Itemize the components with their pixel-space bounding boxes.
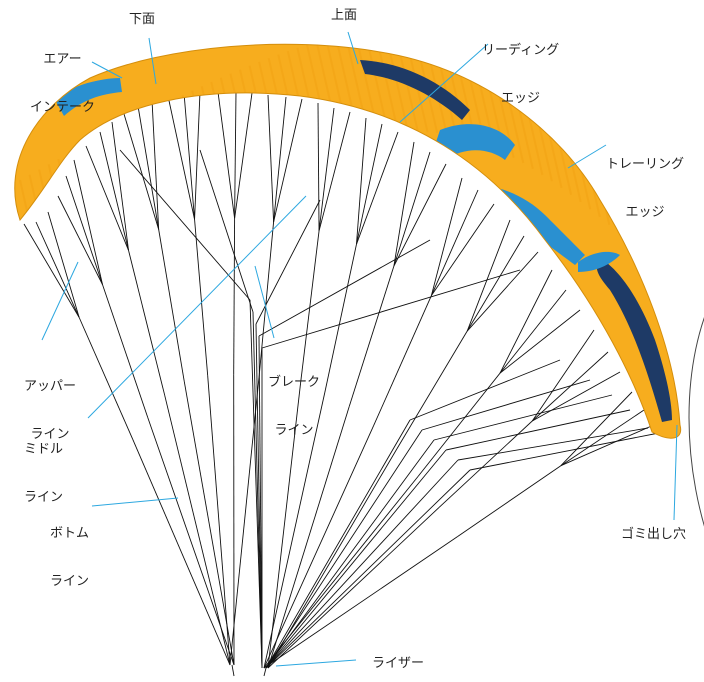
brake-line	[200, 150, 253, 312]
label-trailing-edge-line1: トレーリング	[606, 157, 684, 173]
upper-line	[561, 424, 656, 466]
wing-rib-stripe	[58, 159, 83, 269]
label-leading-edge-line2: エッジ	[482, 91, 559, 107]
label-trailing-edge: トレーリング エッジ	[606, 125, 684, 253]
upper-line	[74, 160, 103, 285]
upper-line	[218, 92, 235, 218]
brake-line	[259, 240, 430, 336]
upper-line	[561, 392, 632, 466]
leader-lines	[42, 32, 677, 666]
leader-bottom-line	[92, 498, 178, 506]
wing-rib-stripe	[221, 78, 246, 188]
wing-canopy	[15, 44, 681, 438]
wing-rib-stripe	[116, 129, 141, 239]
label-brake-line: ブレーク ライン	[268, 343, 320, 471]
leader-brake-line	[255, 266, 274, 338]
upper-line	[431, 204, 494, 296]
bottom-line	[268, 507, 439, 668]
leader-trailing-edge	[568, 145, 606, 168]
brake-line	[120, 150, 250, 300]
wing-rib-stripe	[125, 124, 150, 234]
upper-line	[500, 290, 566, 373]
bottom-line	[266, 470, 470, 668]
upper-line	[168, 96, 195, 219]
bottom-line	[266, 460, 458, 668]
wing-rib-stripe	[97, 139, 122, 249]
bottom-line	[264, 537, 458, 668]
upper-line	[274, 97, 286, 222]
frame-arc	[689, 290, 704, 560]
middle-line	[79, 317, 133, 439]
upper-line	[195, 92, 200, 219]
brake-line	[262, 270, 520, 348]
upper-line	[394, 152, 430, 266]
riser-right	[264, 668, 266, 676]
label-bottom-line-line1: ボトム	[50, 526, 89, 542]
upper-line	[235, 92, 236, 218]
label-air-intake-line2: インテーク	[30, 100, 95, 116]
wing-rib-stripe	[68, 154, 93, 264]
label-bottom-surface: 下面	[129, 12, 155, 28]
wing-rib-stripe	[87, 144, 112, 254]
label-bottom-line: ボトム ライン	[50, 494, 89, 622]
upper-line	[274, 99, 302, 222]
upper-line	[184, 93, 195, 219]
middle-line	[325, 244, 357, 392]
upper-line	[36, 222, 79, 317]
upper-line	[58, 196, 103, 285]
wing-rib-stripe	[163, 104, 188, 214]
upper-line	[268, 95, 274, 222]
upper-line	[319, 108, 334, 231]
wing-rib-stripe	[183, 95, 208, 205]
upper-line	[561, 410, 644, 466]
upper-line	[24, 224, 79, 317]
middle-line	[195, 219, 208, 375]
upper-line	[356, 118, 366, 244]
label-brake-line-line2: ライン	[268, 423, 320, 439]
upper-line	[235, 93, 252, 218]
upper-line	[356, 124, 382, 244]
riser-left	[232, 665, 234, 676]
trailing-tip-line	[470, 432, 664, 470]
wing-rib-stripe	[202, 86, 227, 196]
trailing-tip-line	[458, 428, 648, 460]
middle-line	[349, 266, 394, 407]
middle-line	[159, 230, 185, 382]
leader-upper-line	[42, 262, 78, 340]
upper-line	[66, 176, 103, 285]
upper-line	[467, 220, 510, 331]
middle-line	[234, 218, 235, 374]
middle-line	[103, 285, 148, 418]
bottom-line	[266, 450, 446, 668]
leader-riser	[276, 660, 356, 666]
label-air-intake: エアー インテーク	[30, 20, 95, 148]
label-leading-edge: リーディング エッジ	[482, 11, 559, 139]
label-trailing-edge-line2: エッジ	[606, 205, 684, 221]
upper-line	[319, 112, 350, 231]
bottom-line	[266, 440, 434, 668]
label-top-surface: 上面	[331, 8, 357, 24]
upper-line	[532, 352, 608, 421]
bottom-line	[165, 395, 230, 665]
bottom-line	[230, 377, 259, 665]
label-upper-line-line1: アッパー	[24, 379, 76, 395]
upper-line	[356, 132, 398, 244]
label-middle-line-line1: ミドル	[24, 442, 63, 458]
upper-line	[394, 142, 414, 266]
leader-debris-hole	[674, 425, 677, 520]
label-bottom-line-line2: ライン	[50, 574, 89, 590]
label-debris-hole: ゴミ出し穴	[621, 527, 686, 543]
label-brake-line-line1: ブレーク	[268, 375, 320, 391]
label-air-intake-line1: エアー	[30, 52, 95, 68]
middle-line	[129, 250, 165, 395]
label-leading-edge-line1: リーディング	[482, 43, 559, 59]
label-riser: ライザー	[372, 656, 424, 672]
upper-line	[318, 103, 319, 231]
upper-line	[500, 310, 580, 373]
